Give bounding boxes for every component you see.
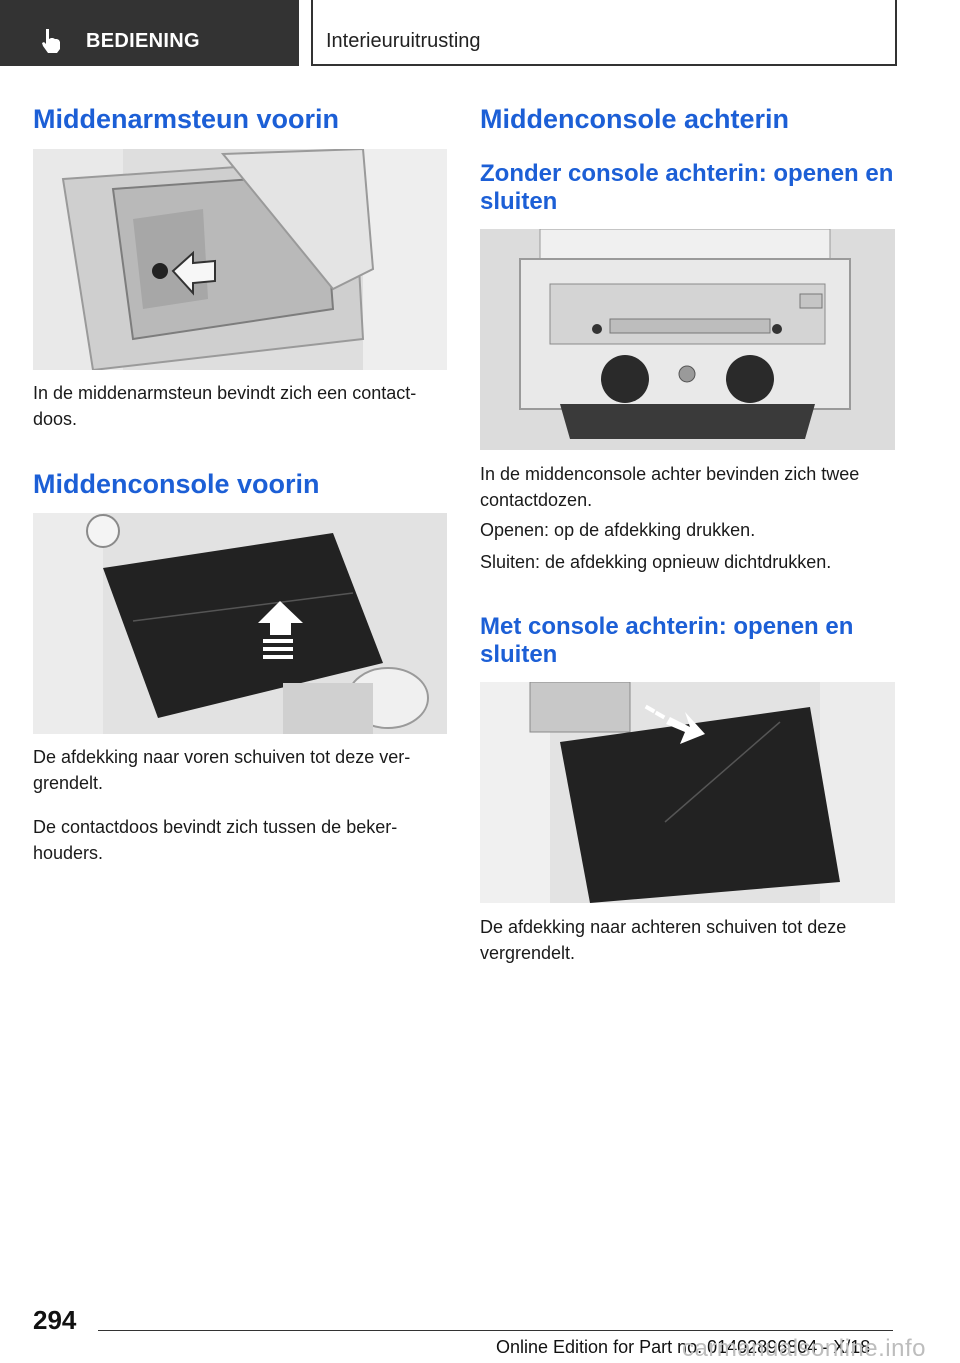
subheading-without-line2: sluiten: [480, 188, 558, 215]
paragraph-without-1-line2: contactdozen.: [480, 490, 593, 510]
subheading-without-line1: Zonder console achterin: openen en: [480, 160, 894, 187]
paragraph-armrest-line2: doos.: [33, 409, 78, 429]
paragraph-without-1-line1: In de middenconsole achter bevinden zich…: [480, 464, 860, 484]
header-topic-label: Interieuruitrusting: [326, 30, 481, 52]
paragraph-without-1: In de middenconsole achter bevinden zich…: [480, 461, 859, 513]
paragraph-without-2: Openen: op de afdekking drukken.: [480, 520, 756, 540]
header-topic-box: [311, 0, 897, 66]
watermark: carmanualsonline.info: [682, 1335, 926, 1362]
paragraph-front-1-line2: grendelt.: [33, 773, 104, 793]
heading-armrest: Middenarmsteun voorin: [33, 104, 340, 134]
heading-front-console: Middenconsole voorin: [33, 469, 320, 499]
paragraph-front-2-line2: houders.: [33, 843, 104, 863]
rear-console-open-image: [480, 229, 895, 450]
paragraph-front-1: De afdekking naar voren schuiven tot dez…: [33, 744, 410, 796]
footer-edition: Online Edition for Part no. 01402896804 …: [496, 1337, 871, 1357]
paragraph-front-2: De contactdoos bevindt zich tussen de be…: [33, 814, 397, 866]
subheading-without-console: Zonder console achterin: openen en sluit…: [480, 160, 893, 216]
subheading-with-console: Met console achterin: openen en sluiten: [480, 613, 853, 669]
header-section-tab: [0, 0, 299, 66]
header-section-label: BEDIENING: [86, 30, 200, 52]
paragraph-with-line1: De afdekking naar achteren schuiven tot …: [480, 917, 847, 937]
subheading-with-line1: Met console achterin: openen en: [480, 613, 854, 640]
subheading-with-line2: sluiten: [480, 641, 558, 668]
hand-pointer-icon: [42, 29, 60, 53]
paragraph-armrest-line1: In de middenarmsteun bevindt zich een co…: [33, 383, 417, 403]
heading-rear-console: Middenconsole achterin: [480, 104, 790, 134]
paragraph-front-2-line1: De contactdoos bevindt zich tussen de be…: [33, 817, 398, 837]
paragraph-armrest: In de middenarmsteun bevindt zich een co…: [33, 380, 416, 432]
page-number: 294: [33, 1305, 77, 1335]
footer-divider: [98, 1330, 893, 1331]
rear-console-slide-image: [480, 682, 895, 903]
paragraph-front-1-line1: De afdekking naar voren schuiven tot dez…: [33, 747, 411, 767]
paragraph-with: De afdekking naar achteren schuiven tot …: [480, 914, 846, 966]
armrest-image: [33, 149, 447, 370]
paragraph-without-3: Sluiten: de afdekking opnieuw dichtdrukk…: [480, 552, 832, 572]
front-console-image: [33, 513, 447, 734]
paragraph-with-line2: vergrendelt.: [480, 943, 576, 963]
